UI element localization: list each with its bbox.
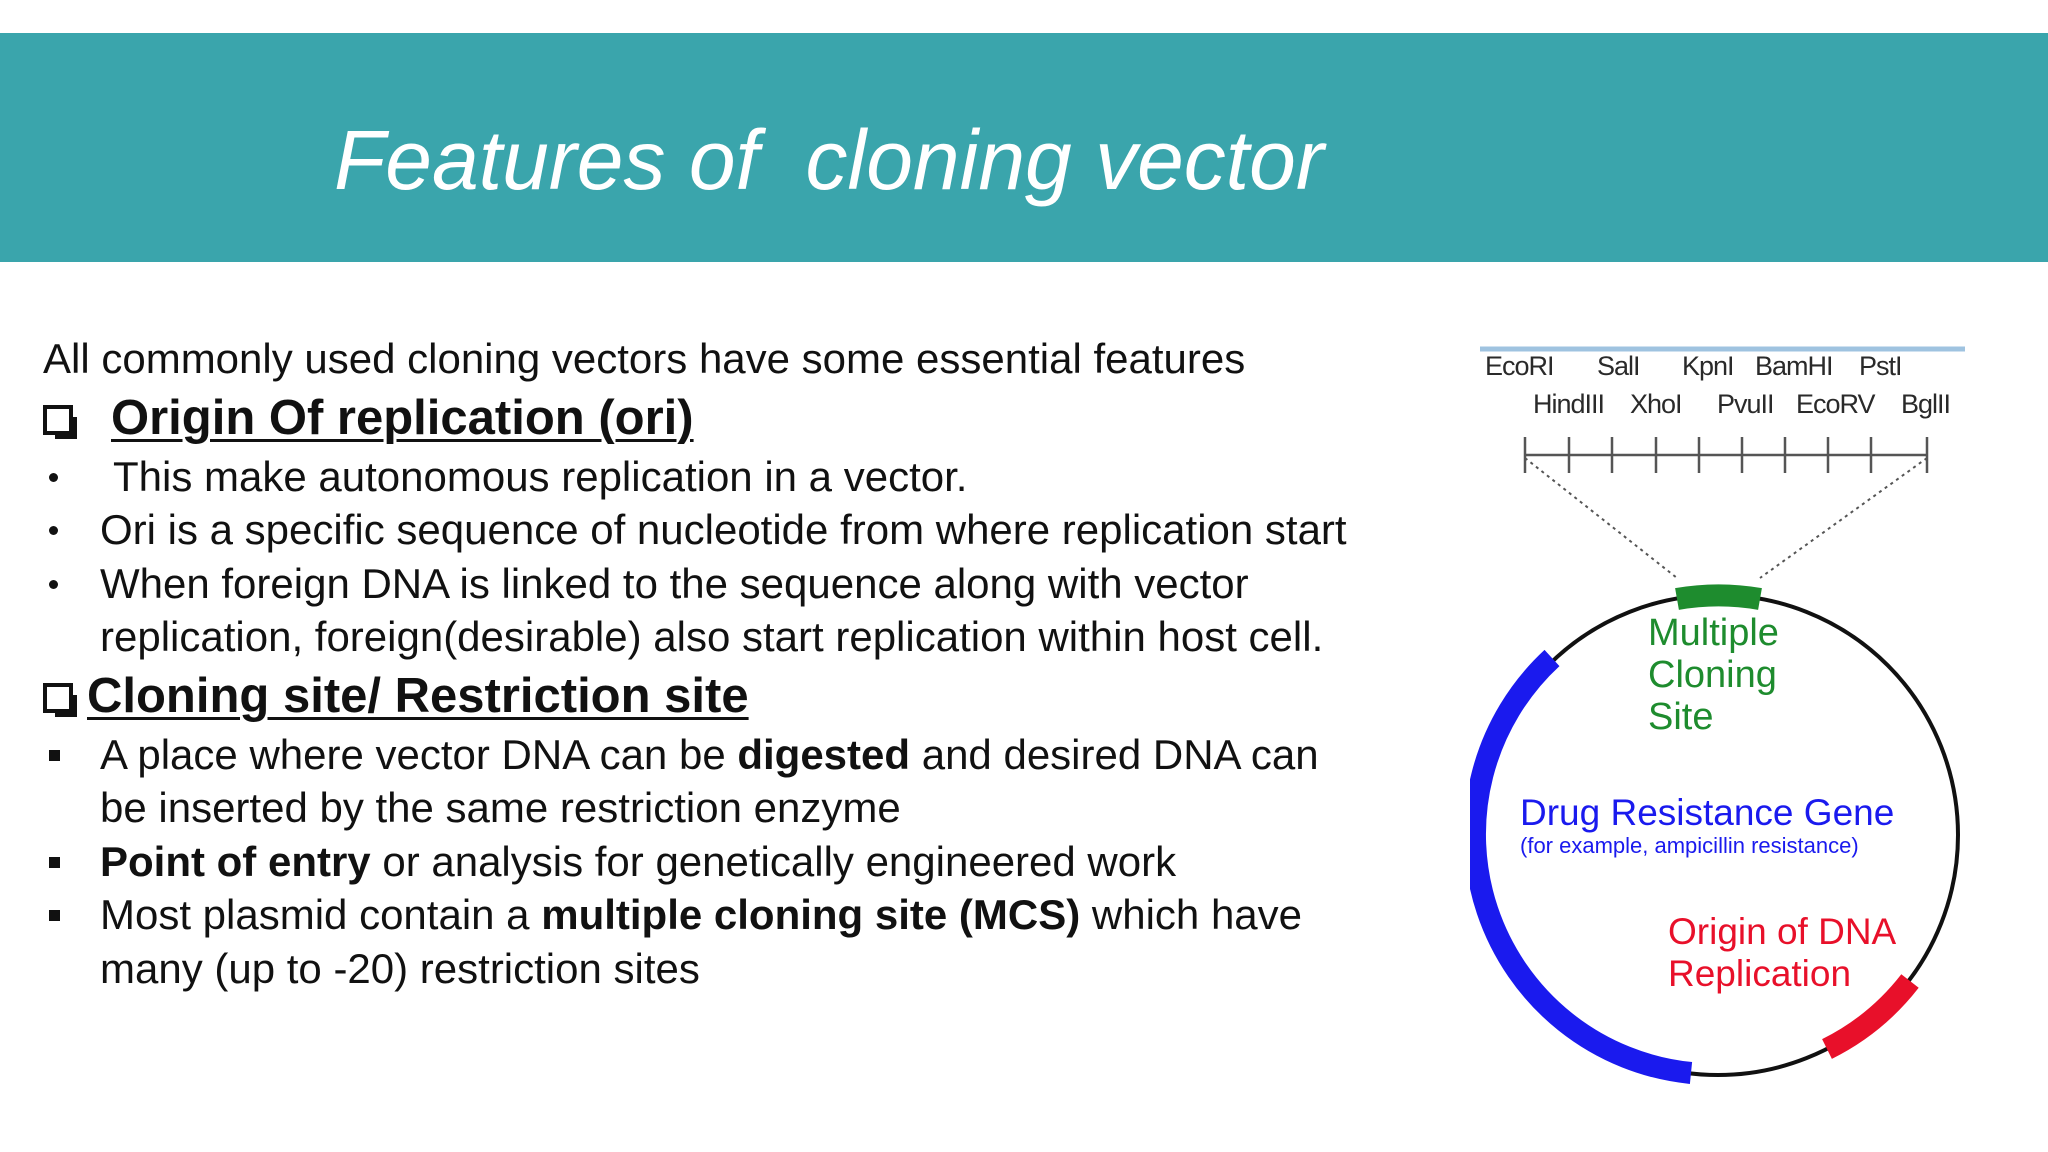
list-item-text: This make autonomous replication in a ve… xyxy=(113,452,968,500)
list-item: A place where vector DNA can be digested… xyxy=(43,728,1363,835)
enzyme-label: KpnI xyxy=(1682,351,1734,381)
list-item-text: Ori is a specific sequence of nucleotide… xyxy=(100,506,1347,553)
list-item: This make autonomous replication in a ve… xyxy=(43,450,1363,504)
section-heading-ori: Origin Of replication (ori) xyxy=(43,386,1363,450)
list-item-text: When foreign DNA is linked to the sequen… xyxy=(100,559,1324,661)
plasmid-diagram: EcoRI SalI KpnI BamHI PstI HindIII XhoI … xyxy=(1470,340,1990,1120)
ori-label-line: Origin of DNA xyxy=(1668,911,1897,952)
enzyme-label: PvuII xyxy=(1717,389,1774,419)
enzyme-label: XhoI xyxy=(1630,389,1682,419)
list-item: Point of entry or analysis for genetical… xyxy=(43,835,1363,889)
section-heading-text: Cloning site/ Restriction site xyxy=(87,668,749,723)
intro-text: All commonly used cloning vectors have s… xyxy=(43,335,1246,382)
section-heading-cloning-site: Cloning site/ Restriction site xyxy=(43,664,1363,728)
mcs-label-line: Multiple xyxy=(1648,612,1779,654)
plasmid-diagram-svg: EcoRI SalI KpnI BamHI PstI HindIII XhoI … xyxy=(1470,346,1965,1084)
list-item-text: Point of entry or analysis for genetical… xyxy=(100,837,1177,885)
list-item: Most plasmid contain a multiple cloning … xyxy=(43,888,1363,995)
origin-of-replication-arc xyxy=(1821,974,1919,1059)
mcs-label: Multiple Cloning Site xyxy=(1648,612,1779,738)
ori-label: Origin of DNA Replication xyxy=(1668,911,1897,994)
enzyme-label: EcoRI xyxy=(1485,351,1554,381)
section-heading-text: Origin Of replication (ori) xyxy=(111,390,694,445)
enzyme-label: PstI xyxy=(1859,351,1902,381)
drug-resistance-label: Drug Resistance Gene xyxy=(1520,792,1894,833)
list-item-text: A place where vector DNA can be digested… xyxy=(100,730,1319,832)
enzyme-label: HindIII xyxy=(1533,389,1604,419)
checkbox-bullet-icon xyxy=(43,404,73,435)
mcs-label-line: Site xyxy=(1648,696,1713,738)
ori-label-line: Replication xyxy=(1668,953,1851,994)
mcs-zoom-lines xyxy=(1524,457,1928,579)
checkbox-bullet-icon xyxy=(43,682,73,713)
drug-resistance-gene-arc xyxy=(1470,649,1693,1084)
enzyme-label: BamHI xyxy=(1755,351,1833,381)
enzyme-label: SalI xyxy=(1597,351,1640,381)
list-item: Ori is a specific sequence of nucleotide… xyxy=(43,503,1363,557)
title-band xyxy=(0,33,2048,262)
slide-title: Features of cloning vector xyxy=(334,113,1324,207)
cloning-site-bullet-list: A place where vector DNA can be digested… xyxy=(43,728,1363,996)
restriction-site-ruler xyxy=(1523,437,1929,473)
enzyme-label: BglII xyxy=(1901,389,1950,419)
ori-bullet-list: This make autonomous replication in a ve… xyxy=(43,450,1363,664)
enzyme-label: EcoRV xyxy=(1796,389,1876,419)
list-item-text: Most plasmid contain a multiple cloning … xyxy=(100,891,1303,992)
slide-content: All commonly used cloning vectors have s… xyxy=(43,332,1363,995)
mcs-label-line: Cloning xyxy=(1648,654,1777,696)
drug-resistance-sublabel: (for example, ampicillin resistance) xyxy=(1520,833,1859,858)
list-item: When foreign DNA is linked to the sequen… xyxy=(43,557,1363,664)
multiple-cloning-site-block xyxy=(1675,584,1762,610)
